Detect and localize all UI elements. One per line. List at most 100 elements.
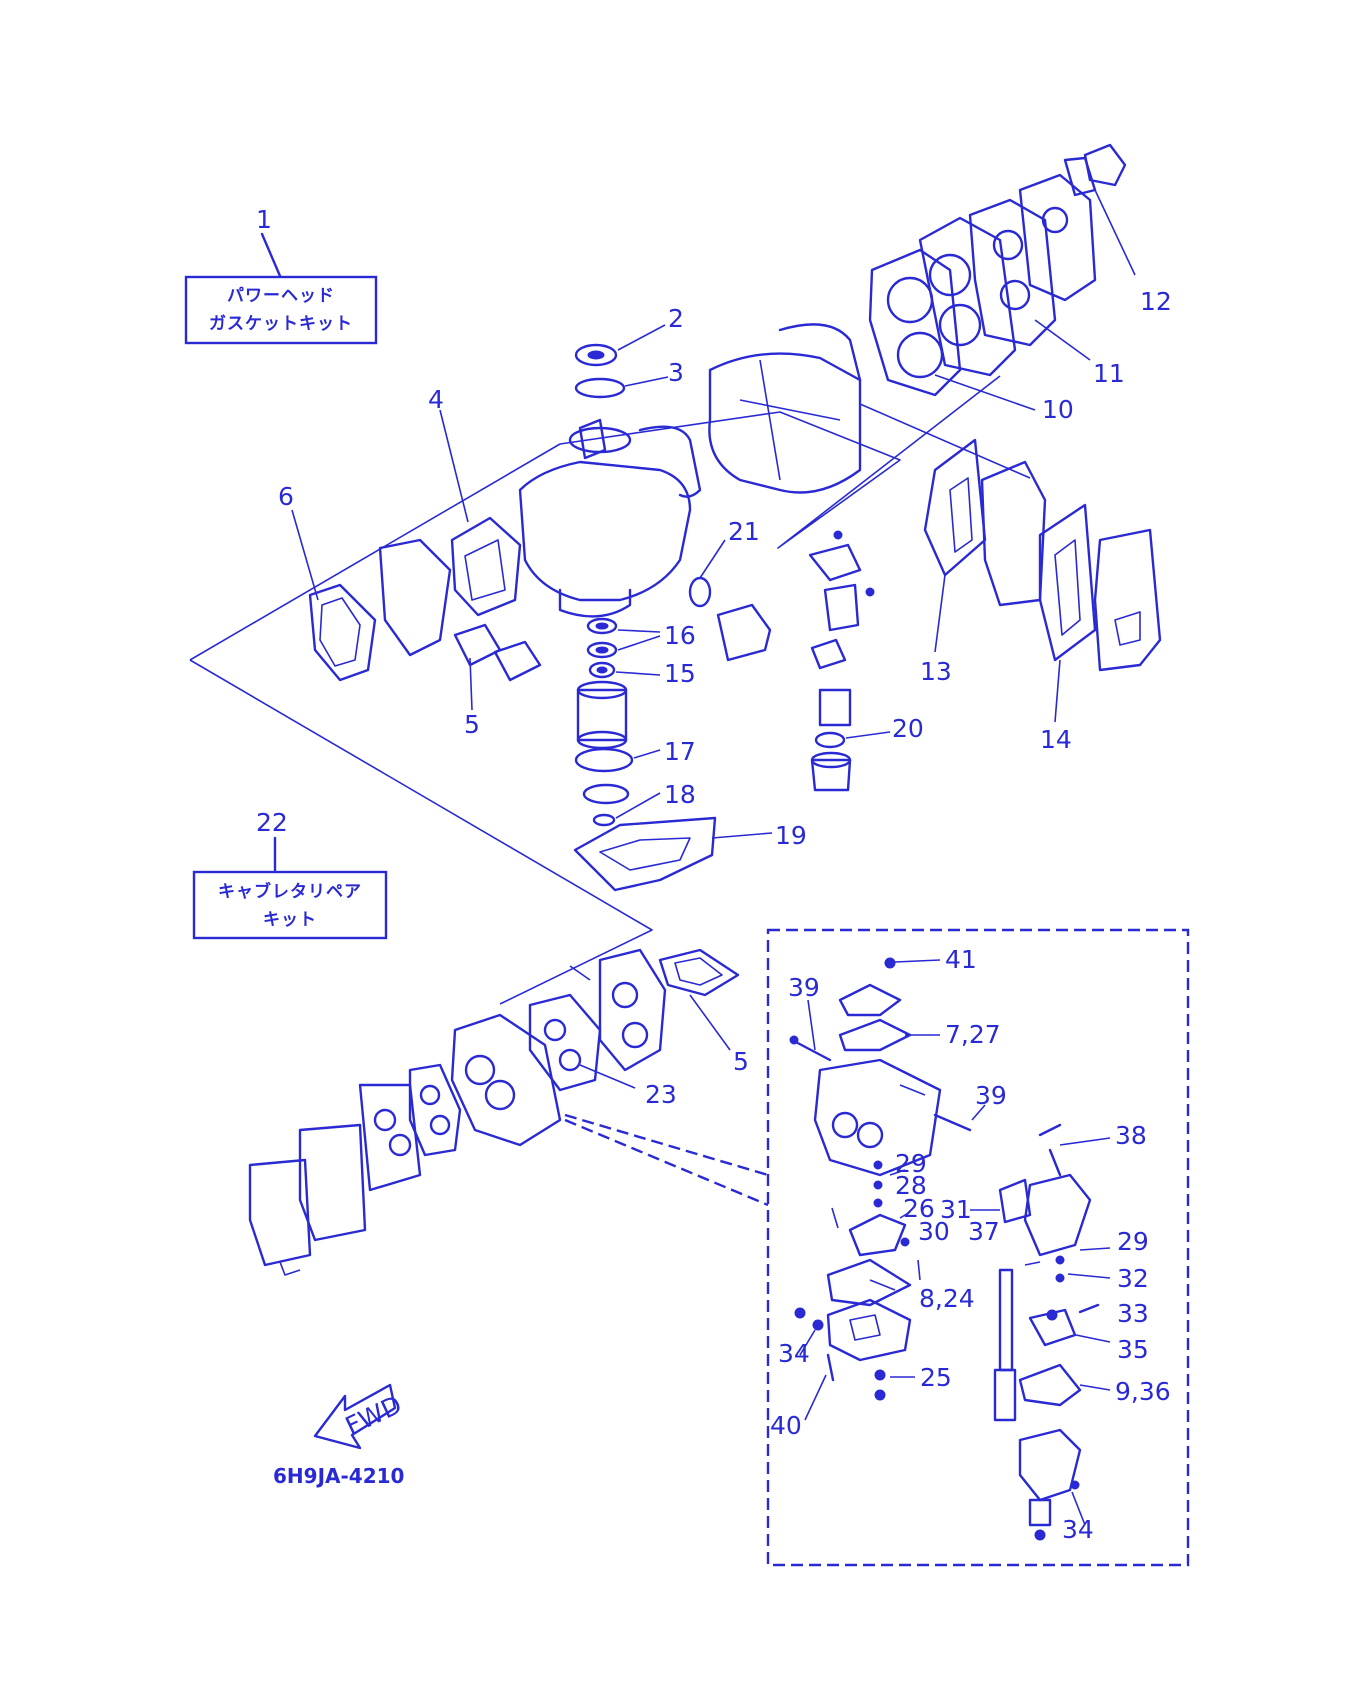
group-outline-upper (189, 375, 1001, 661)
bearing-housing (576, 680, 628, 750)
part-11-head-cover-gasket (968, 198, 1091, 361)
part-17-o-ring (574, 747, 661, 773)
part-39-screw-right (933, 1104, 986, 1132)
kit-label-line1: パワーヘッド (227, 286, 335, 306)
silencer-gasket (408, 1063, 462, 1157)
cylinder-head (918, 216, 1017, 377)
lower-chamber (1018, 1428, 1086, 1541)
head-cover (1018, 173, 1097, 302)
part-7-27-gasket (838, 1018, 940, 1052)
carburetor-repair-kit: 22 キャブレタリペア キット (192, 808, 388, 940)
callout-41: 41 (945, 945, 977, 974)
callout-25: 25 (920, 1363, 952, 1392)
callout-21: 21 (728, 517, 760, 546)
part-2-oil-seal (574, 324, 666, 367)
callout-32: 32 (1117, 1264, 1149, 1293)
callout-7-27: 7,27 (945, 1020, 1001, 1049)
part-15-seal (588, 661, 661, 679)
choke-plunger (993, 1268, 1017, 1422)
detail-leader-upper (564, 1113, 769, 1177)
callout-23: 23 (645, 1080, 677, 1109)
float-chamber-cover (1023, 1173, 1111, 1257)
callout-5-upper: 5 (464, 710, 480, 739)
fwd-label: FWD (341, 1390, 406, 1441)
group-outline-right (859, 403, 1031, 479)
callout-40: 40 (770, 1411, 802, 1440)
part-12-thermostat-gasket (1063, 143, 1136, 276)
part-6-manifold-gasket (291, 509, 377, 682)
part-38-needle (1038, 1123, 1111, 1177)
carburetor-body-lower (450, 1013, 562, 1147)
callout-29-right: 29 (1117, 1227, 1149, 1256)
carburetor-detail-frame (766, 928, 1190, 1567)
callout-28: 28 (895, 1171, 927, 1200)
kit-number-22: 22 (256, 808, 288, 837)
callout-30: 30 (918, 1217, 950, 1246)
kit-label-line1: キャブレタリペア (218, 881, 362, 902)
part-8-24-gasket (826, 1258, 921, 1307)
power-head-gasket-kit: 1 パワーヘッド ガスケットキット (184, 205, 378, 345)
part-23-gasket (528, 965, 636, 1092)
callout-15: 15 (664, 659, 696, 688)
part-14-exhaust-gasket (1038, 503, 1097, 723)
kit-label-line2: ガスケットキット (209, 314, 353, 334)
kit-number-1: 1 (256, 205, 272, 234)
part-18-o-ring (582, 783, 661, 827)
cylinder-block (518, 323, 862, 618)
callout-14: 14 (1040, 725, 1072, 754)
part-31-37-gasket (970, 1178, 1032, 1224)
callout-38: 38 (1115, 1121, 1147, 1150)
part-21-gasket (688, 539, 772, 662)
part-13-exhaust-gasket (923, 438, 987, 653)
reed-housing (378, 538, 542, 682)
callout-10: 10 (1042, 395, 1074, 424)
callout-29-upper: 29 (895, 1149, 927, 1178)
part-26-float (831, 1207, 911, 1257)
part-25-drain-screw (874, 1369, 915, 1401)
part-32-33-screws (1024, 1255, 1111, 1314)
silencer-plate (358, 1083, 422, 1192)
part-4-intake-gasket (439, 409, 522, 617)
callout-34-left: 34 (778, 1339, 810, 1368)
part-35-float-needle (1028, 1308, 1111, 1347)
callout-13: 13 (920, 657, 952, 686)
callout-11: 11 (1093, 359, 1125, 388)
silencer-cover (248, 1123, 367, 1276)
callout-26: 26 (903, 1194, 935, 1223)
callout-4: 4 (428, 385, 444, 414)
part-34-40-screws (794, 1307, 835, 1421)
part-3-o-ring (574, 376, 669, 399)
group-outline-lower (189, 659, 653, 1005)
callout-9-36: 9,36 (1115, 1377, 1171, 1406)
float-bowl (826, 1298, 912, 1362)
callout-34-right: 34 (1062, 1515, 1094, 1544)
carburetor-body (813, 1058, 942, 1177)
part-16-seals (586, 617, 661, 659)
detail-leader-lower (564, 1118, 769, 1207)
callout-33: 33 (1117, 1299, 1149, 1328)
callout-16: 16 (664, 621, 696, 650)
exhaust-cover (980, 460, 1047, 607)
callout-5-lower: 5 (733, 1047, 749, 1076)
callout-19: 19 (775, 821, 807, 850)
part-5-reed-valve (469, 657, 473, 711)
callout-35: 35 (1117, 1335, 1149, 1364)
diagram-code: 6H9JA-4210 (273, 1464, 404, 1488)
exhaust-outer-cover (1093, 528, 1162, 672)
forward-direction-arrow: FWD (313, 1383, 406, 1450)
callout-labels: 2 3 4 6 5 10 11 12 13 14 21 16 15 17 18 … (278, 287, 1172, 1544)
callout-20: 20 (892, 714, 924, 743)
callout-18: 18 (664, 780, 696, 809)
intake-manifold (598, 948, 667, 1072)
callout-6: 6 (278, 482, 294, 511)
part-9-36-gasket (1018, 1363, 1111, 1407)
part-39-screw-left (789, 999, 832, 1062)
part-10-head-gasket (868, 248, 1036, 411)
callout-37: 37 (968, 1217, 1000, 1246)
callout-31: 31 (940, 1195, 972, 1224)
callout-8-24: 8,24 (919, 1284, 975, 1313)
fuel-pump-assembly (808, 530, 891, 792)
carburetor-top-cover (838, 957, 941, 1017)
callout-39-right: 39 (975, 1081, 1007, 1110)
